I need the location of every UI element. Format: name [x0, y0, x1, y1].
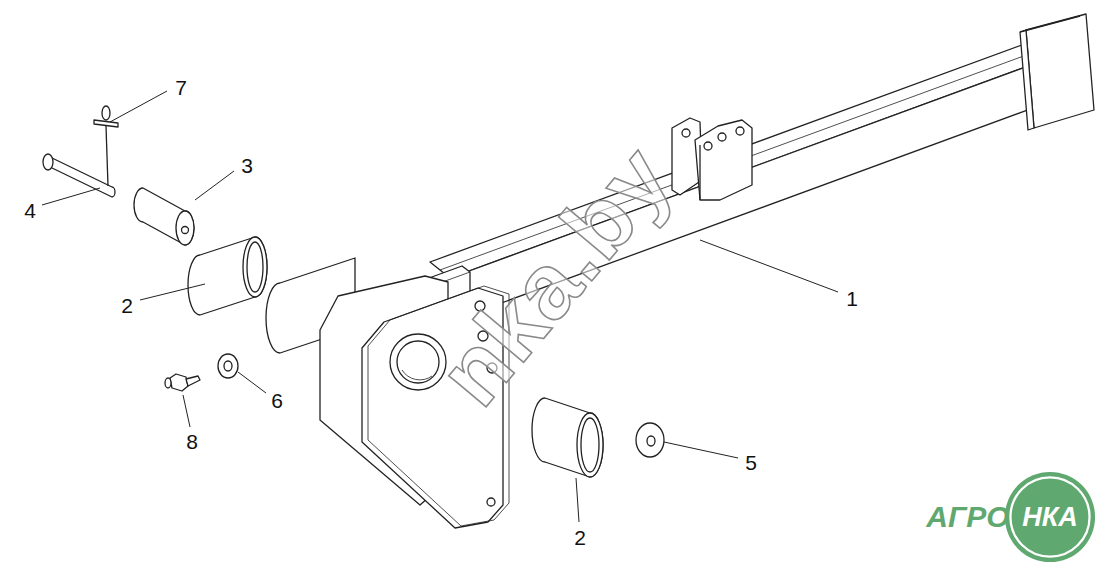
leader-lines-part [140, 284, 205, 300]
sleeve-part [182, 227, 189, 234]
callout-number: 2 [574, 527, 586, 548]
bushing-part [532, 398, 603, 477]
circle-fill [1005, 472, 1095, 562]
bushing-part [188, 237, 267, 315]
washer-part [647, 436, 655, 446]
callout-number: 5 [745, 452, 757, 473]
end-flange-part [1026, 14, 1094, 128]
grease-fitting-part [186, 376, 200, 386]
cotter-pin-part [94, 120, 118, 127]
callout-number: 6 [271, 390, 283, 411]
washer-part [218, 354, 238, 378]
washer [636, 423, 664, 457]
mounting-lugs-part [682, 129, 690, 137]
bushing-part [581, 418, 599, 472]
leader-lines [42, 91, 838, 522]
washer [218, 354, 238, 378]
end-flange [1020, 14, 1094, 130]
callout-number: 4 [24, 200, 36, 221]
grease-fitting-part [165, 378, 171, 388]
bushing-part [577, 413, 603, 477]
pin [43, 154, 115, 197]
bushing-part [247, 242, 263, 292]
cotter-pin-part [102, 106, 110, 120]
leader-lines-part [700, 240, 838, 292]
front-plate-part [487, 498, 495, 506]
callout-number: 7 [175, 77, 187, 98]
mounting-lugs-part [695, 120, 752, 200]
end-flange-part [1020, 30, 1034, 130]
cotter-pin-part [106, 126, 108, 186]
mounting-lugs-part [718, 133, 726, 141]
sleeve [134, 188, 194, 245]
leader-lines-part [183, 395, 190, 427]
bushing [532, 398, 603, 477]
leader-lines-part [576, 478, 579, 522]
bushing [188, 237, 267, 315]
grease-fitting-part [170, 374, 188, 391]
leader-lines-part [42, 188, 100, 205]
front-plate-part [402, 370, 432, 380]
leader-lines-part [195, 171, 234, 200]
grease-fitting [165, 374, 200, 391]
callout-number: 3 [241, 155, 253, 176]
pin-part [50, 157, 115, 197]
cotter-pin [94, 106, 118, 186]
sleeve-part [134, 188, 194, 245]
leader-lines-part [238, 372, 266, 393]
mounting-lugs-part [704, 142, 712, 150]
assembly-drawing-part [43, 14, 1094, 528]
callout-number: 1 [846, 288, 858, 309]
bushing-part [243, 237, 267, 297]
logo-text: НКА [1022, 504, 1078, 531]
logo-circle: НКА [1004, 471, 1096, 563]
callout-number: 2 [121, 295, 133, 316]
leader-lines-part [664, 442, 738, 458]
mounting-lugs-part [699, 145, 700, 200]
sleeve-part [176, 211, 194, 245]
logo-text: АГРО [926, 502, 1009, 532]
pin-part [43, 154, 53, 170]
washer-part [636, 423, 664, 457]
circle-ring [1010, 477, 1089, 556]
mounting-lugs-part [736, 127, 744, 135]
end-flange-part [1020, 16, 1080, 32]
washer-part [224, 361, 232, 371]
callout-number: 8 [186, 431, 198, 452]
leader-lines-part [110, 91, 167, 122]
